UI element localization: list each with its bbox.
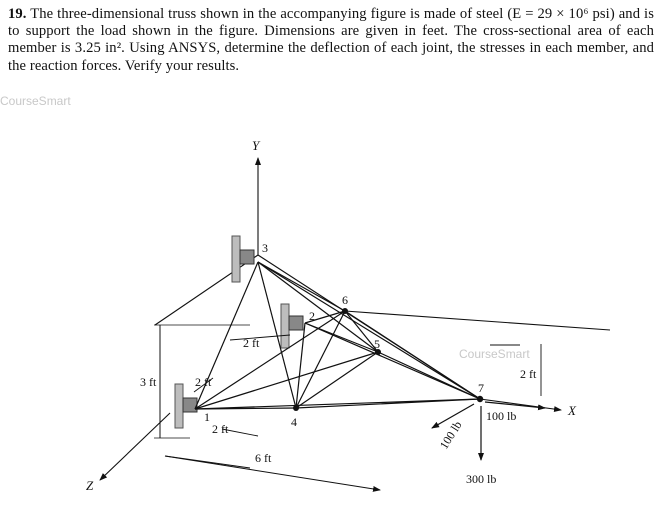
node-label-7: 7 <box>478 381 484 395</box>
load-label-x: 100 lb <box>486 409 516 423</box>
load-arrow-x <box>484 401 546 411</box>
watermark: CourseSmart <box>459 347 530 361</box>
z-axis-label: Z <box>86 478 94 493</box>
node-label-1: 1 <box>204 410 210 424</box>
x-axis <box>479 398 562 413</box>
dim-2ft-right: 2 ft <box>520 367 537 381</box>
truss-members <box>194 261 481 410</box>
support-node-2 <box>280 303 304 349</box>
dim-6ft: 6 ft <box>255 451 272 465</box>
dim-2ft-lower: 2 ft <box>212 422 229 436</box>
joints <box>293 308 484 411</box>
x-axis-label: X <box>567 403 577 418</box>
node-label-2: 2 <box>309 309 315 323</box>
z-axis <box>99 412 171 481</box>
support-node-3 <box>231 235 255 283</box>
watermark: CourseSmart <box>0 94 71 108</box>
dim-2ft-left: 2 ft <box>195 375 212 389</box>
y-axis-label: Y <box>252 138 261 153</box>
dim-3ft: 3 ft <box>140 375 157 389</box>
dimension-lines <box>154 324 542 492</box>
support-node-1 <box>174 383 198 429</box>
joint-4 <box>293 405 299 411</box>
node-label-6: 6 <box>342 293 348 307</box>
joint-7 <box>476 395 484 403</box>
loads <box>431 401 546 461</box>
load-label-y: 300 lb <box>466 472 496 486</box>
problem-text: The three-dimensional truss shown in the… <box>8 6 654 74</box>
joint-6 <box>342 308 348 314</box>
joint-5 <box>375 349 381 355</box>
dim-2ft-upper: 2 ft <box>243 336 260 350</box>
problem-statement: 19. The three-dimensional truss shown in… <box>8 6 654 75</box>
axes <box>99 157 611 481</box>
problem-number: 19. <box>8 6 27 22</box>
load-arrow-z <box>431 403 475 429</box>
node-label-3: 3 <box>262 241 268 255</box>
node-label-5: 5 <box>374 337 380 351</box>
node-label-4: 4 <box>291 415 297 429</box>
